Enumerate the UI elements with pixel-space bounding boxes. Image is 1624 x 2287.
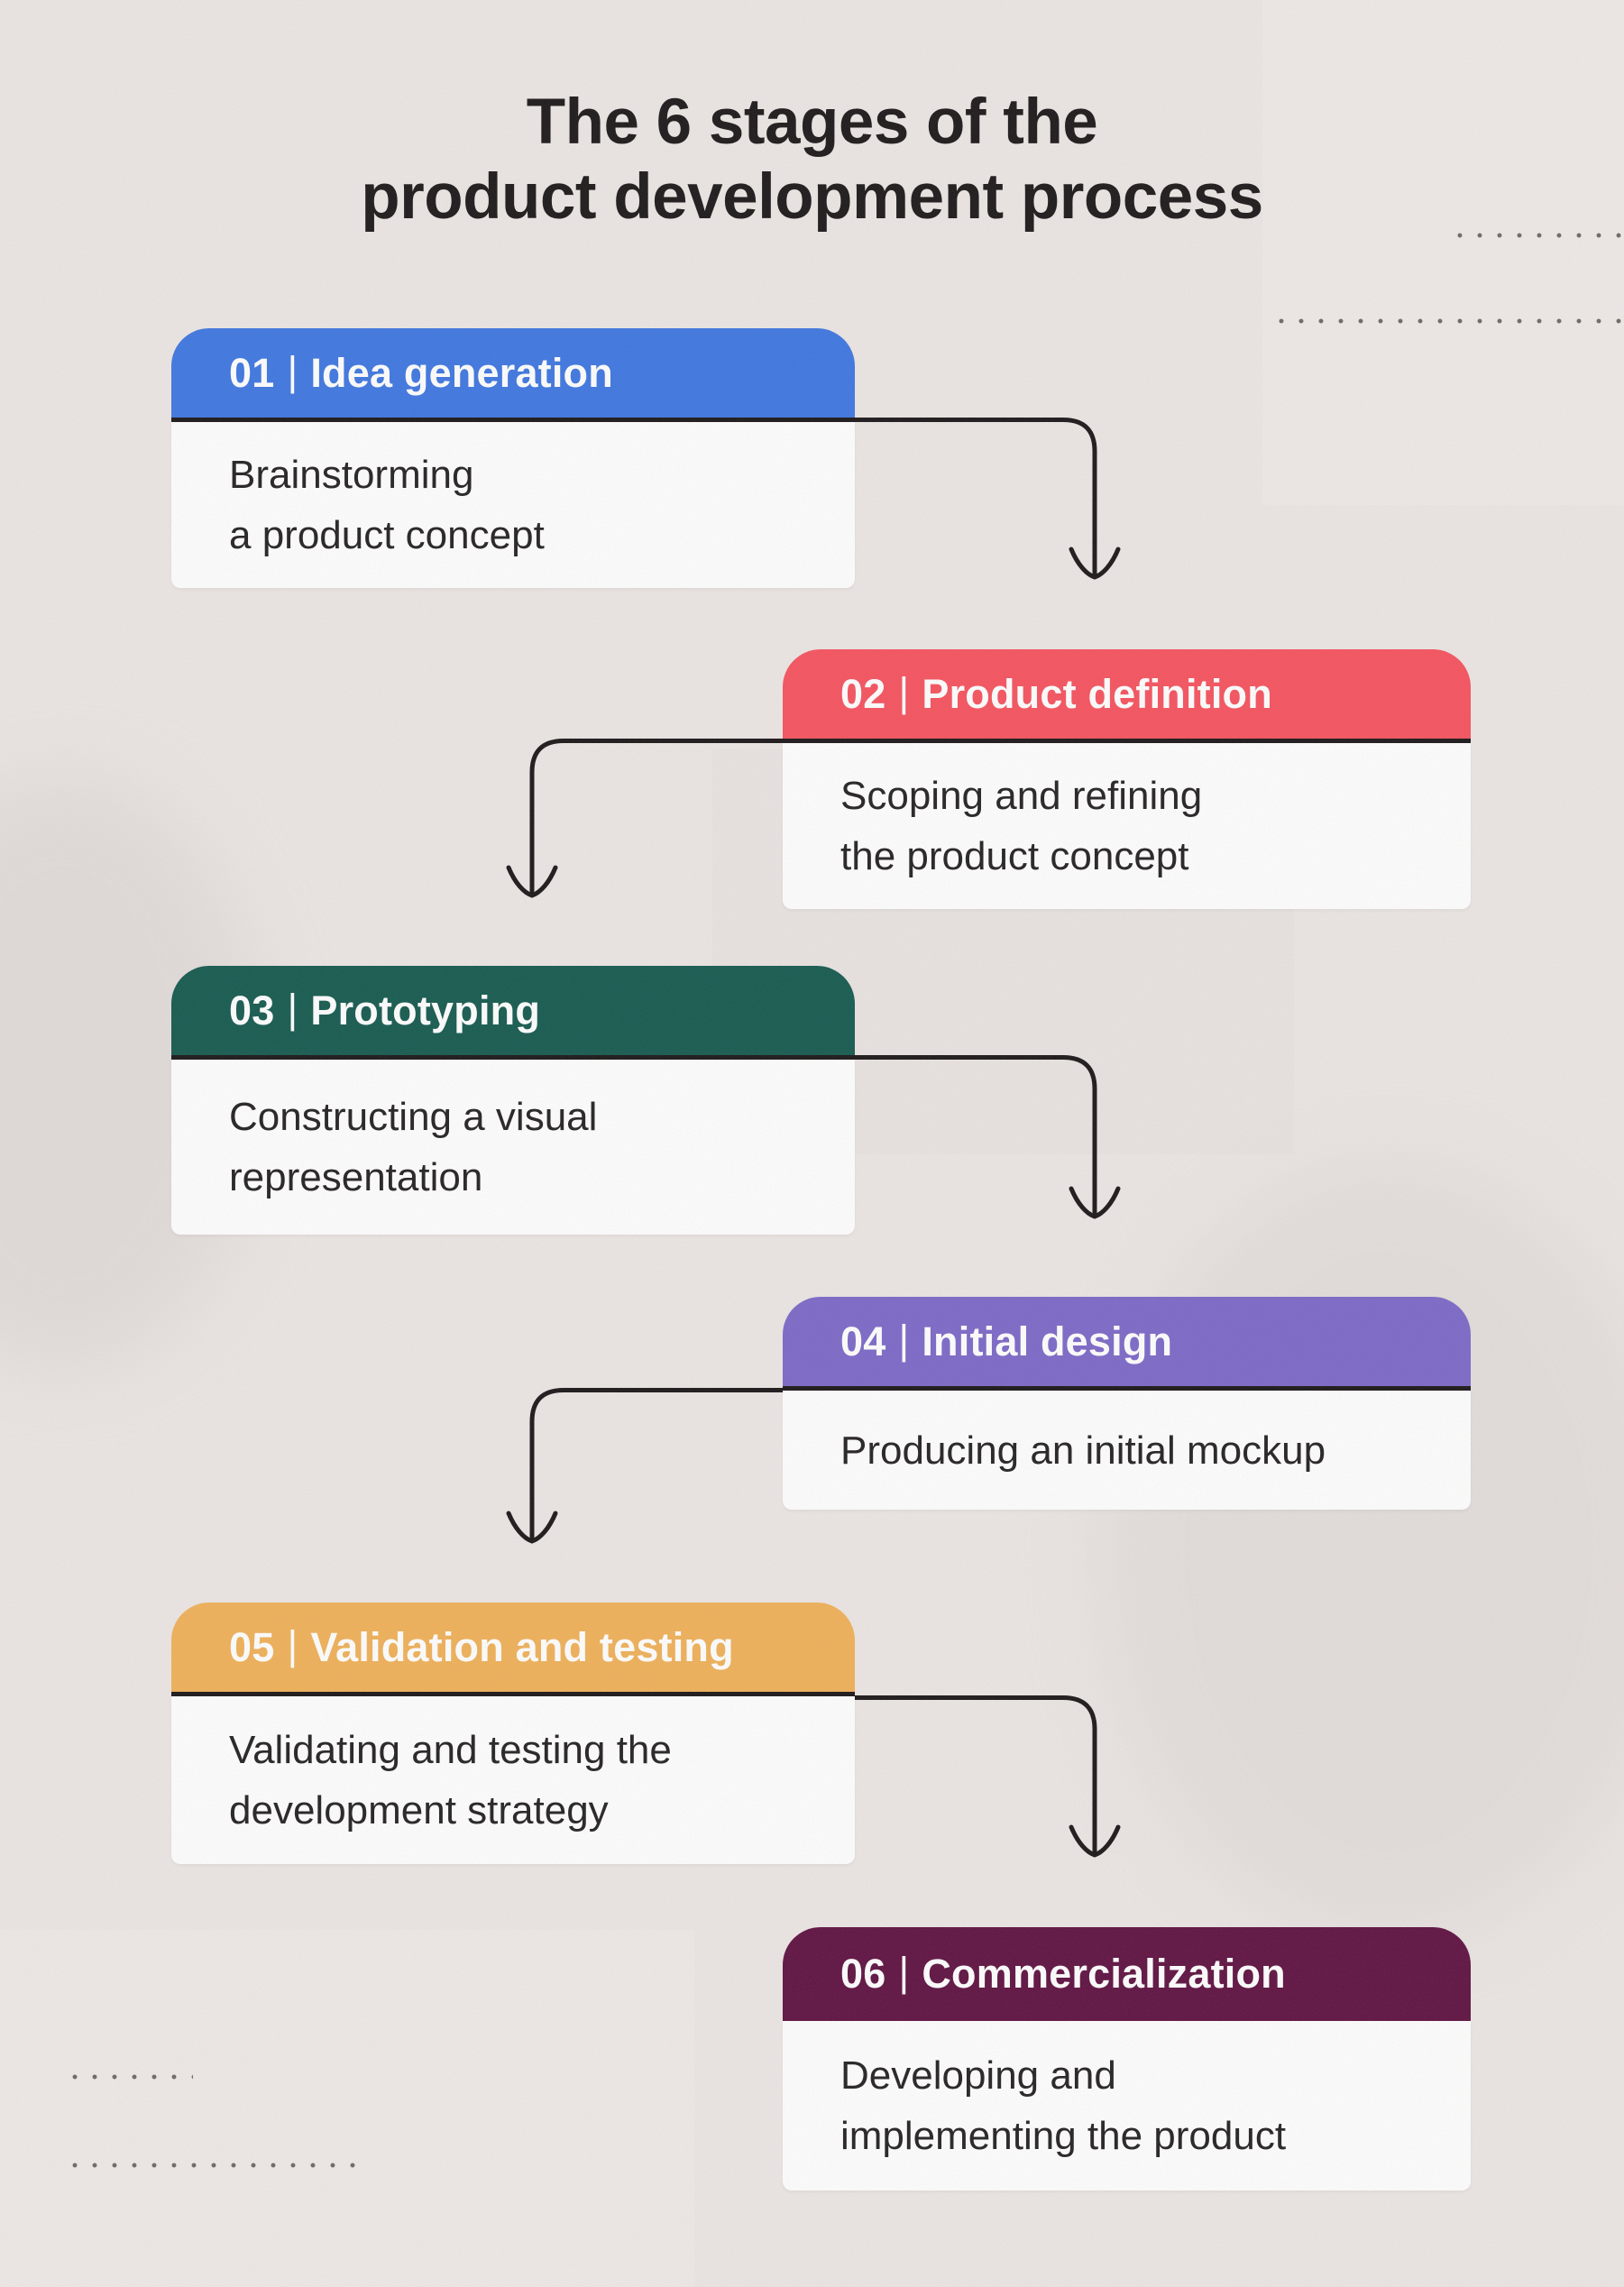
stage-name: Product definition	[922, 670, 1272, 717]
stage-name: Prototyping	[310, 987, 541, 1033]
stage-card-3: 03 | Prototyping Constructing a visual r…	[171, 966, 855, 1235]
stage-5-description: Validating and testing the development s…	[171, 1696, 855, 1864]
stage-1-header: 01 | Idea generation	[171, 328, 855, 422]
stage-card-6: 06 | Commercialization Developing and im…	[783, 1927, 1471, 2191]
stage-4-description: Producing an initial mockup	[783, 1391, 1471, 1510]
page-title-line-1: The 6 stages of the	[526, 87, 1098, 158]
stage-2-header: 02 | Product definition	[783, 649, 1471, 743]
stage-card-1: 01 | Idea generation Brainstorming a pro…	[171, 328, 855, 588]
description-line: development strategy	[229, 1788, 609, 1832]
stage-3-description: Constructing a visual representation	[171, 1060, 855, 1235]
description-line: representation	[229, 1155, 483, 1199]
stage-number: 01	[229, 349, 275, 396]
stage-name: Idea generation	[310, 349, 613, 396]
separator: |	[898, 1316, 910, 1363]
description-line: Brainstorming	[229, 453, 474, 497]
stage-4-header: 04 | Initial design	[783, 1297, 1471, 1391]
stage-number: 02	[840, 670, 886, 717]
connector-arrow-1	[843, 418, 1097, 578]
description-line: Constructing a visual	[229, 1095, 598, 1139]
stage-card-2: 02 | Product definition Scoping and refi…	[783, 649, 1471, 909]
page-title-line-2: product development process	[361, 161, 1263, 233]
stage-number: 05	[229, 1623, 275, 1670]
stage-5-header: 05 | Validation and testing	[171, 1603, 855, 1696]
stage-card-5: 05 | Validation and testing Validating a…	[171, 1603, 855, 1864]
description-line: a product concept	[229, 513, 545, 557]
description-line: Developing and	[840, 2053, 1116, 2098]
stage-card-4: 04 | Initial design Producing an initial…	[783, 1297, 1471, 1510]
stage-6-header: 06 | Commercialization	[783, 1927, 1471, 2021]
stage-3-header: 03 | Prototyping	[171, 966, 855, 1060]
stage-6-description: Developing and implementing the product	[783, 2021, 1471, 2191]
stage-number: 06	[840, 1951, 886, 1997]
separator: |	[287, 1621, 298, 1668]
stage-2-description: Scoping and refining the product concept	[783, 743, 1471, 909]
description-line: Scoping and refining	[840, 774, 1203, 818]
separator: |	[898, 1949, 910, 1995]
stage-name: Initial design	[922, 1318, 1173, 1364]
separator: |	[287, 347, 298, 394]
stage-name: Commercialization	[922, 1951, 1286, 1997]
connector-arrow-2	[529, 739, 796, 896]
separator: |	[287, 985, 298, 1032]
connector-arrow-3	[843, 1055, 1097, 1217]
page-title: The 6 stages of the product development …	[0, 85, 1624, 234]
connector-arrow-5	[843, 1695, 1097, 1856]
connector-arrow-4	[529, 1388, 796, 1542]
description-line: implementing the product	[840, 2114, 1287, 2158]
description-line: the product concept	[840, 834, 1189, 878]
stage-name: Validation and testing	[310, 1623, 734, 1670]
stage-number: 04	[840, 1318, 886, 1364]
description-line: Validating and testing the	[229, 1728, 672, 1772]
description-line: Producing an initial mockup	[840, 1428, 1326, 1473]
stage-number: 03	[229, 987, 275, 1033]
stage-1-description: Brainstorming a product concept	[171, 422, 855, 588]
separator: |	[898, 668, 910, 715]
